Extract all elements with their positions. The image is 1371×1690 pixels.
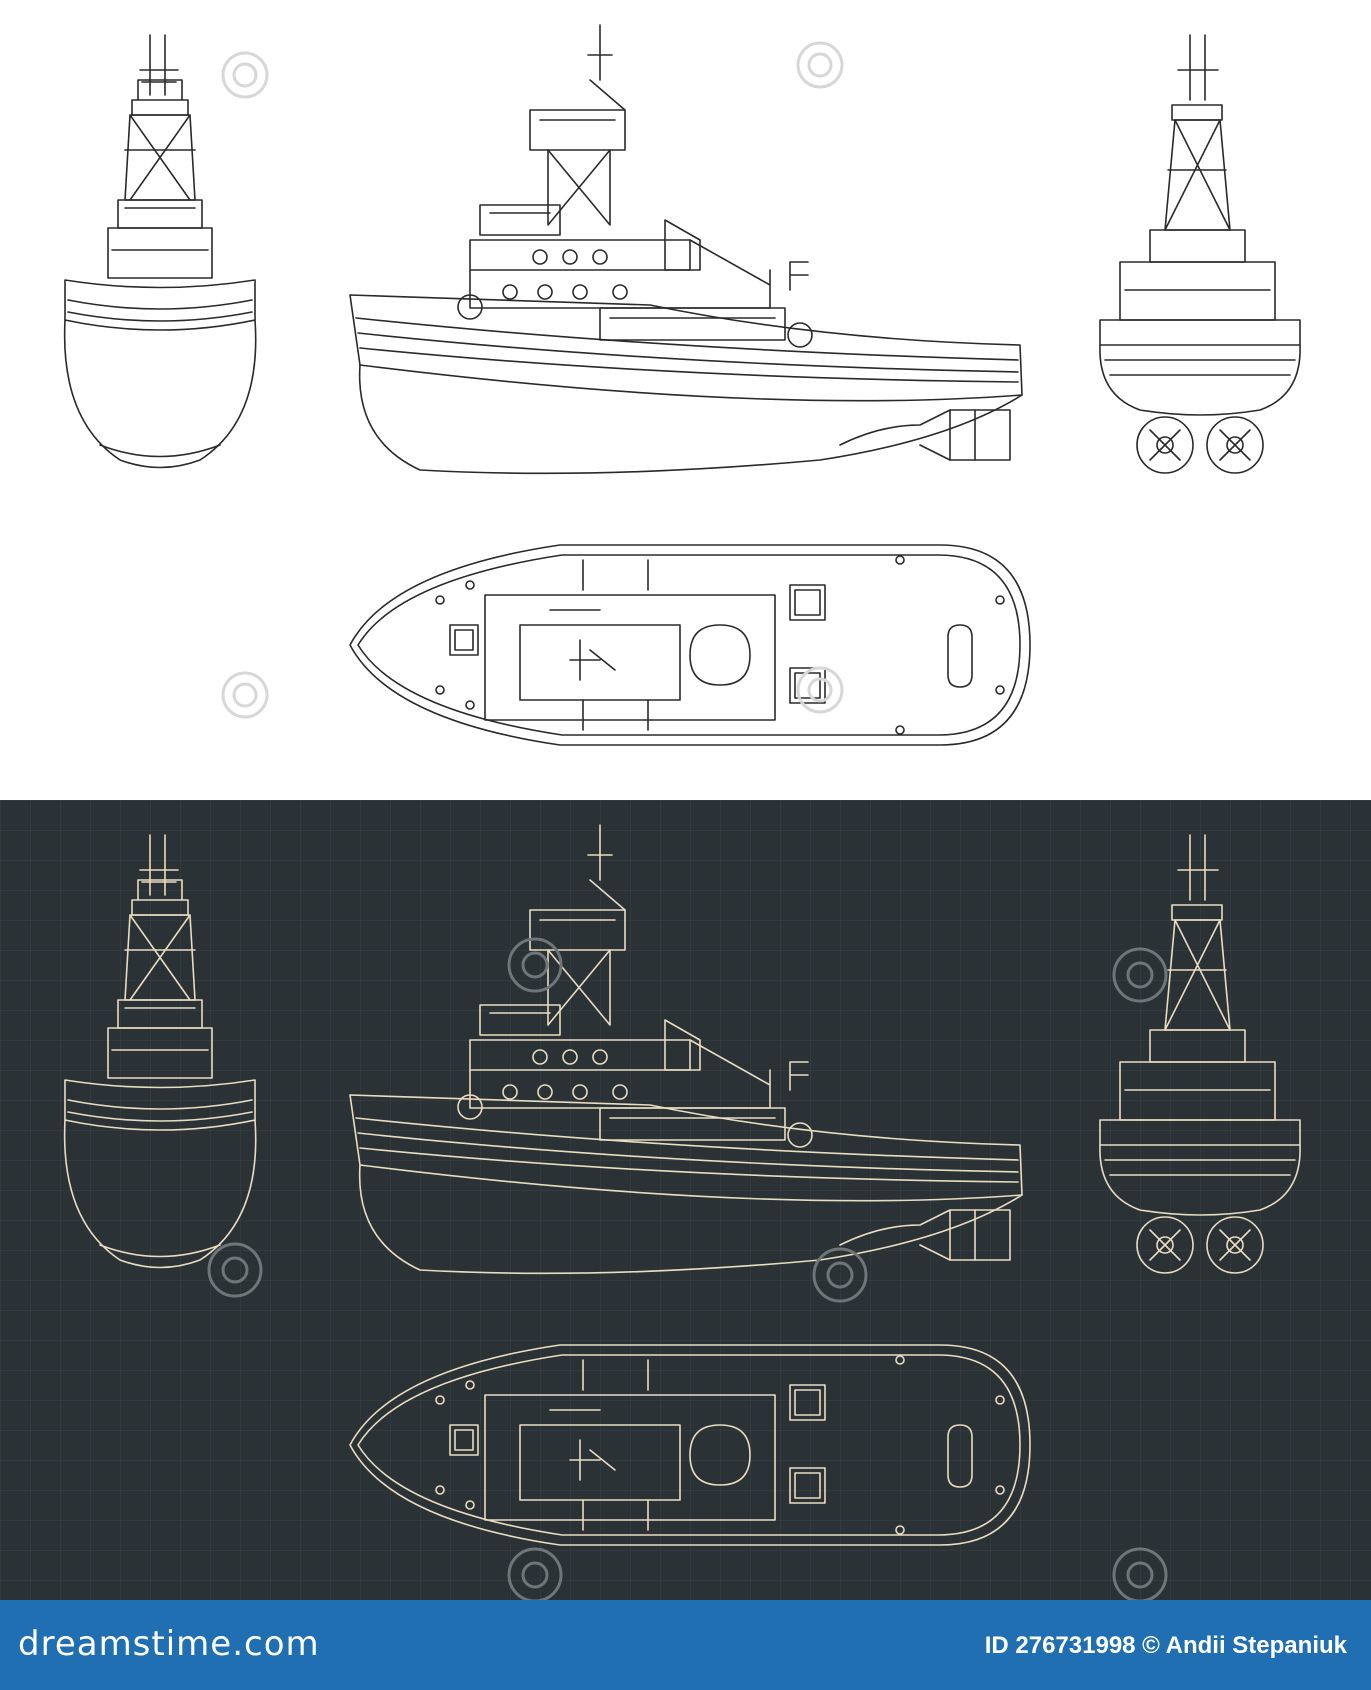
top-view	[349, 544, 1031, 746]
front-view	[63, 34, 257, 469]
light-drawing	[63, 24, 1301, 746]
footer-bar: dreamstime.com ID 276731998 © Andii Step…	[0, 1600, 1371, 1690]
rear-view	[1099, 34, 1301, 474]
image-credit: ID 276731998 © Andii Stepaniuk	[984, 1632, 1347, 1659]
watermark-spiral-icons	[207, 937, 1168, 1600]
light-blueprint-panel	[0, 0, 1371, 800]
watermark-spiral-icons	[221, 41, 844, 719]
side-view	[349, 24, 1023, 475]
grid-background	[0, 800, 1371, 1600]
dark-drawing	[0, 800, 1371, 1600]
dark-blueprint-panel	[0, 800, 1371, 1600]
brand-logo-text[interactable]: dreamstime.com	[18, 1624, 320, 1664]
